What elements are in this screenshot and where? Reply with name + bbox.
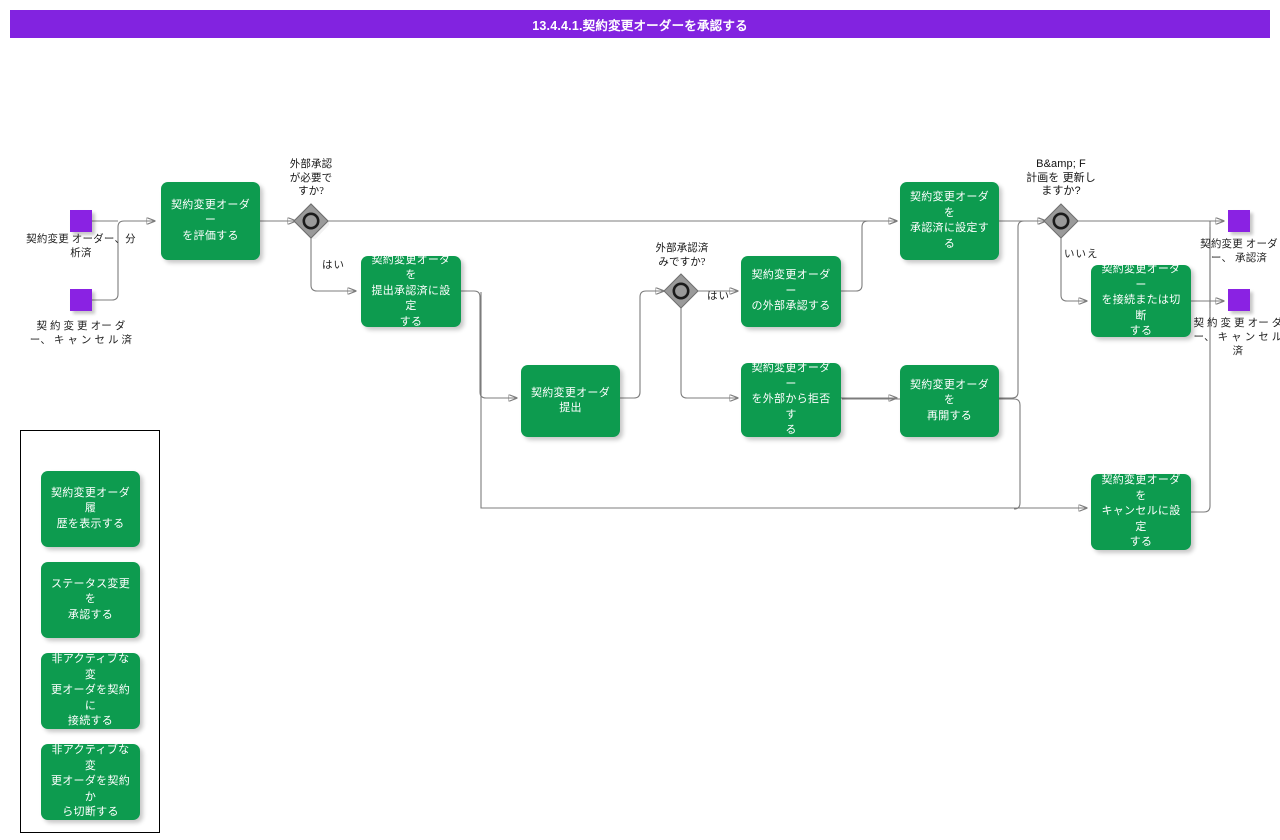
gateway-bf-plan-update[interactable] (1043, 203, 1079, 239)
edge-label-yes-external-done: はい (707, 291, 730, 302)
legend-task-connect-inactive-label: 非アクティブな変 更オーダを契約に 接続する (50, 653, 131, 728)
start-event-analyzed-label: 契約変更 オーダー、分 析済 (26, 234, 136, 259)
task-reopen-change-order[interactable]: 契約変更オーダを 再開する (900, 365, 999, 437)
gateway-external-approval-needed-label: 外部承認 が必要で すか? (289, 159, 333, 197)
end-event-approved[interactable] (1228, 210, 1250, 232)
task-external-reject[interactable]: 契約変更オーダー を外部から拒否す る (741, 362, 841, 437)
page-title: 13.4.4.1.契約変更オーダーを承認する (532, 18, 748, 33)
start-event-analyzed[interactable] (70, 210, 92, 232)
legend-pool: 契約変更オーダ履 歴を表示する ステータス変更を 承認する 非アクティブな変 更… (20, 430, 160, 833)
task-set-approved[interactable]: 契約変更オーダを 承認済に設定する (900, 182, 999, 260)
legend-task-disconnect-inactive[interactable]: 非アクティブな変 更オーダを契約か ら切断する (41, 744, 140, 820)
task-set-submitted-approved[interactable]: 契約変更オーダを 提出承認済に設定 する (361, 254, 461, 328)
task-submit-change-order-label: 契約変更オーダ 提出 (530, 386, 611, 415)
task-set-submitted-approved-label: 契約変更オーダを 提出承認済に設定 する (371, 253, 451, 328)
task-set-approved-label: 契約変更オーダを 承認済に設定する (909, 191, 990, 250)
task-external-approve-label: 契約変更オーダー の外部承認する (751, 269, 831, 313)
legend-task-show-history[interactable]: 契約変更オーダ履 歴を表示する (41, 471, 140, 547)
gateway-bf-plan-update-label: B&amp; F 計画を 更新し ますか? (1026, 158, 1096, 197)
task-external-approve[interactable]: 契約変更オーダー の外部承認する (741, 256, 841, 327)
end-event-approved-label: 契約変更 オーダー、 承認済 (1200, 239, 1278, 264)
legend-task-connect-inactive[interactable]: 非アクティブな変 更オーダを契約に 接続する (41, 653, 140, 729)
legend-task-disconnect-inactive-label: 非アクティブな変 更オーダを契約か ら切断する (50, 744, 131, 819)
edge-label-yes-external-needed: はい (322, 260, 345, 271)
end-event-cancelled[interactable] (1228, 289, 1250, 311)
task-connect-or-disconnect[interactable]: 契約変更オーダー を接続または切断 する (1091, 263, 1191, 338)
legend-task-approve-status-change[interactable]: ステータス変更を 承認する (41, 562, 140, 638)
start-event-cancelled-label: 契 約 変 更 オー ダー、 キ ャ ン セ ル 済 (29, 321, 133, 346)
legend-task-approve-status-change-label: ステータス変更を 承認する (50, 577, 131, 621)
task-evaluate-change-order-label: 契約変更オーダー を評価する (170, 198, 251, 242)
page-title-bar: 13.4.4.1.契約変更オーダーを承認する (10, 10, 1270, 38)
task-set-cancelled-label: 契約変更オーダを キャンセルに設定 する (1101, 474, 1181, 549)
legend-task-show-history-label: 契約変更オーダ履 歴を表示する (50, 486, 131, 530)
task-reopen-change-order-label: 契約変更オーダを 再開する (909, 378, 990, 422)
gateway-external-approval-needed[interactable] (293, 203, 331, 241)
end-event-cancelled-label: 契 約 変 更 オー ダー、 キ ャ ン セ ル 済 (1193, 318, 1280, 357)
task-connect-or-disconnect-label: 契約変更オーダー を接続または切断 する (1101, 263, 1181, 338)
task-evaluate-change-order[interactable]: 契約変更オーダー を評価する (161, 182, 260, 260)
gateway-external-approval-done[interactable] (663, 273, 699, 309)
task-submit-change-order[interactable]: 契約変更オーダ 提出 (521, 365, 620, 437)
gateway-external-approval-done-label: 外部承認済 みですか? (655, 243, 709, 268)
start-event-cancelled[interactable] (70, 289, 92, 311)
edge-label-no-bf-plan: いいえ (1064, 249, 1099, 260)
task-external-reject-label: 契約変更オーダー を外部から拒否す る (751, 362, 831, 437)
task-set-cancelled[interactable]: 契約変更オーダを キャンセルに設定 する (1091, 474, 1191, 550)
